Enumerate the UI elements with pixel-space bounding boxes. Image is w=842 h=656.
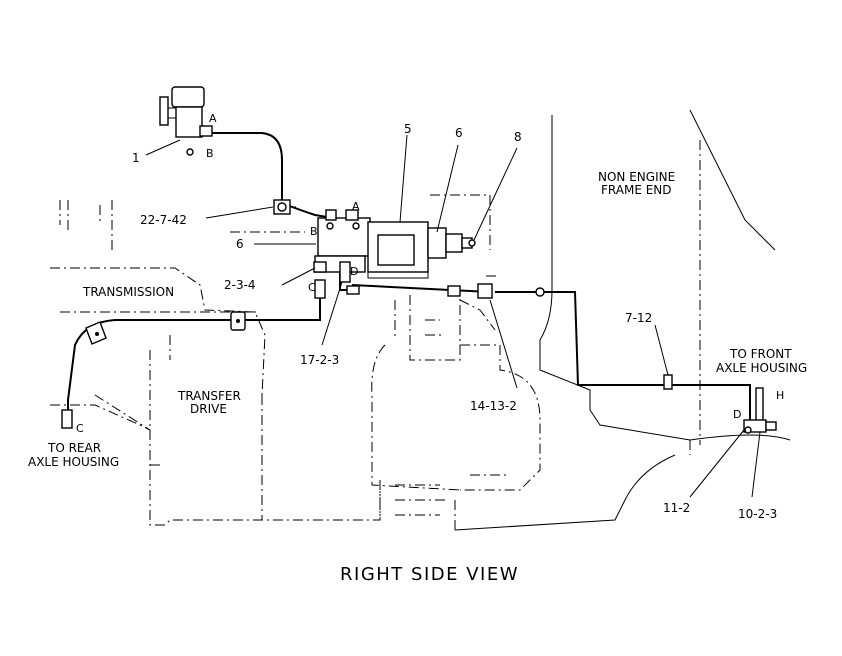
components	[61, 86, 777, 434]
line-clamp	[230, 311, 246, 331]
to-front-label: TO FRONT	[729, 347, 792, 361]
callout-2-3-4: 2-3-4	[224, 278, 256, 292]
callout-1: 1	[132, 151, 140, 165]
actuator-part-8	[427, 194, 491, 259]
port-d-mid: D	[350, 265, 358, 278]
tee-fitting-22	[273, 199, 296, 215]
frame-end-label: FRAME END	[601, 183, 672, 197]
port-b-top: B	[206, 147, 214, 160]
port-d-front: D	[733, 408, 741, 421]
transfer-label: TRANSFER	[177, 389, 241, 403]
callout-numbers: 1 5 6 8 22-7-42 6 2-3-4 17-2-3 14-13-2 7…	[132, 122, 777, 521]
callout-5: 5	[404, 122, 412, 136]
callout-14-13-2: 14-13-2	[470, 399, 517, 413]
port-c-mid: C	[308, 281, 316, 294]
callout-8: 8	[514, 130, 522, 144]
callout-11-2: 11-2	[663, 501, 690, 515]
callout-17-2-3: 17-2-3	[300, 353, 339, 367]
fitting-2-3-4	[313, 261, 327, 299]
port-letters: A B A B C D C D H	[76, 112, 784, 435]
callout-6-top: 6	[455, 126, 463, 140]
non-engine-label: NON ENGINE	[598, 170, 675, 184]
reservoir-part-1	[159, 86, 213, 156]
callout-6-left: 6	[236, 237, 244, 251]
fitting-17-2-3	[339, 261, 360, 295]
callout-10-2-3: 10-2-3	[738, 507, 777, 521]
callout-7-12: 7-12	[625, 311, 652, 325]
transmission-label: TRANSMISSION	[82, 285, 174, 299]
to-rear-label: TO REAR	[47, 441, 101, 455]
leader-lines	[145, 134, 761, 498]
region-labels: NON ENGINE FRAME END TRANSMISSION TRANSF…	[28, 170, 807, 469]
chassis-outline	[50, 109, 791, 531]
port-h-front: H	[776, 389, 784, 402]
front-axle-housing-label: AXLE HOUSING	[716, 361, 807, 375]
clip-7-12	[663, 374, 673, 390]
port-b-mid: B	[310, 225, 318, 238]
view-caption: RIGHT SIDE VIEW	[340, 564, 519, 585]
drive-label: DRIVE	[190, 402, 227, 416]
booster-housing-5	[367, 221, 429, 279]
front-fitting-10	[743, 387, 777, 434]
rear-axle-housing-label: AXLE HOUSING	[28, 455, 119, 469]
port-c-rear: C	[76, 422, 84, 435]
port-a-top: A	[209, 112, 217, 125]
port-a-mid: A	[352, 200, 360, 213]
rear-bracket	[61, 321, 107, 429]
inline-fitting-14	[447, 275, 545, 299]
callout-22-7-42: 22-7-42	[140, 213, 187, 227]
